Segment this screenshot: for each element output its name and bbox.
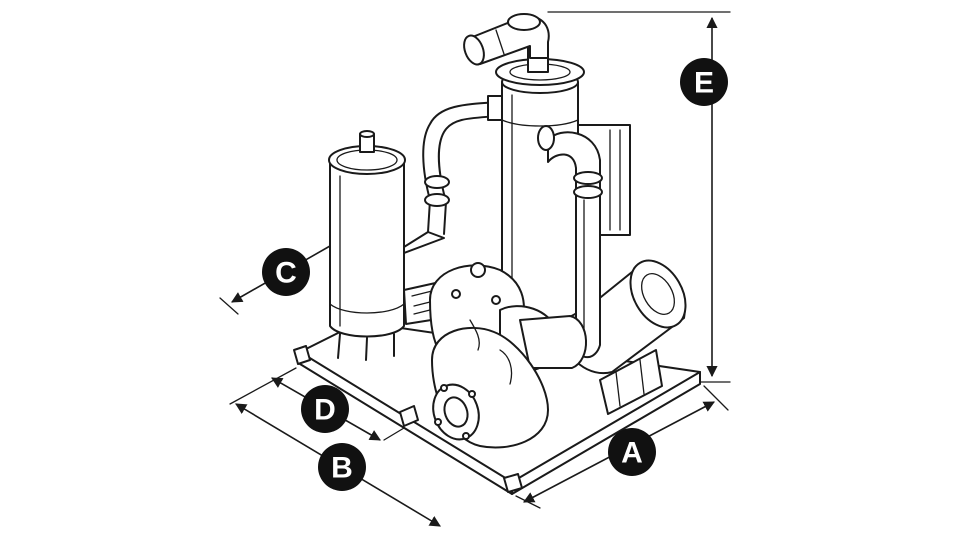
label-c: C bbox=[262, 248, 310, 296]
label-b: B bbox=[318, 443, 366, 491]
main-tank bbox=[495, 41, 631, 324]
label-d-text: D bbox=[314, 394, 336, 427]
right-vertical-pipe bbox=[537, 125, 603, 359]
label-e-circle bbox=[680, 58, 728, 106]
top-elbow-pipe bbox=[463, 13, 550, 66]
label-d: D bbox=[301, 385, 349, 433]
label-a-text: A bbox=[621, 437, 643, 470]
label-c-circle bbox=[262, 248, 310, 296]
label-c-text: C bbox=[275, 257, 297, 290]
label-d-circle bbox=[301, 385, 349, 433]
label-b-circle bbox=[318, 443, 366, 491]
label-e: E bbox=[680, 58, 728, 106]
label-a-circle bbox=[608, 428, 656, 476]
filter-housing bbox=[328, 130, 406, 361]
label-e-text: E bbox=[694, 67, 714, 100]
label-b-text: B bbox=[331, 452, 353, 485]
pump-assembly bbox=[403, 262, 587, 449]
label-a: A bbox=[608, 428, 656, 476]
